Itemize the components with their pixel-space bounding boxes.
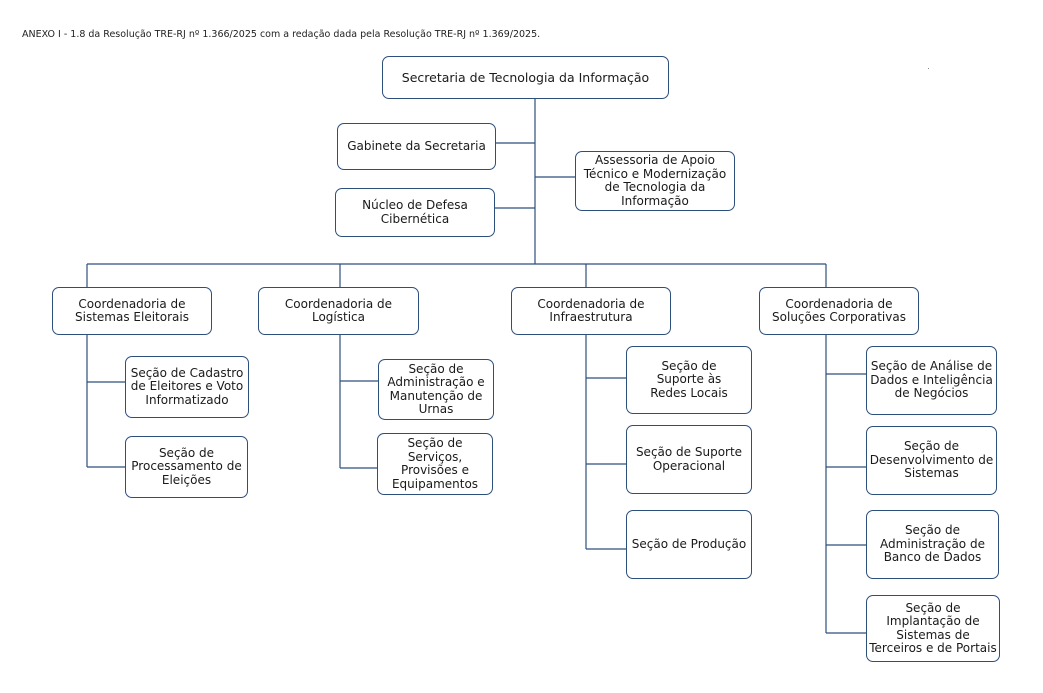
node-coord-logistica: Coordenadoria de Logística [258, 287, 419, 335]
node-sec-redes: Seção de Suporte às Redes Locais [626, 346, 752, 414]
node-sec-implantacao: Seção de Implantação de Sistemas de Terc… [866, 595, 1000, 662]
document-header: ANEXO I - 1.8 da Resolução TRE-RJ nº 1.3… [22, 29, 541, 40]
node-gabinete: Gabinete da Secretaria [337, 123, 496, 170]
node-sec-processamento: Seção de Processamento de Eleições [125, 436, 248, 498]
node-nucleo: Núcleo de Defesa Cibernética [335, 188, 495, 237]
node-sec-servicos: Seção de Serviços, Provisões e Equipamen… [377, 433, 493, 495]
node-sec-producao: Seção de Produção [626, 510, 752, 579]
node-secretaria: Secretaria de Tecnologia da Informação [382, 56, 669, 99]
node-sec-analise: Seção de Análise de Dados e Inteligência… [866, 346, 997, 415]
node-coord-solucoes: Coordenadoria de Soluções Corporativas [759, 287, 919, 335]
node-sec-administracao-urnas: Seção de Administração e Manutenção de U… [378, 359, 494, 420]
node-sec-suporte-operacional: Seção de Suporte Operacional [626, 425, 752, 494]
node-coord-sistemas: Coordenadoria de Sistemas Eleitorais [52, 287, 212, 335]
node-sec-desenvolvimento: Seção de Desenvolvimento de Sistemas [866, 426, 997, 495]
node-sec-banco: Seção de Administração de Banco de Dados [866, 510, 999, 579]
node-sec-cadastro: Seção de Cadastro de Eleitores e Voto In… [125, 356, 249, 418]
stray-dot [928, 68, 929, 69]
node-assessoria: Assessoria de Apoio Técnico e Modernizaç… [575, 151, 735, 211]
node-coord-infra: Coordenadoria de Infraestrutura [511, 287, 671, 335]
